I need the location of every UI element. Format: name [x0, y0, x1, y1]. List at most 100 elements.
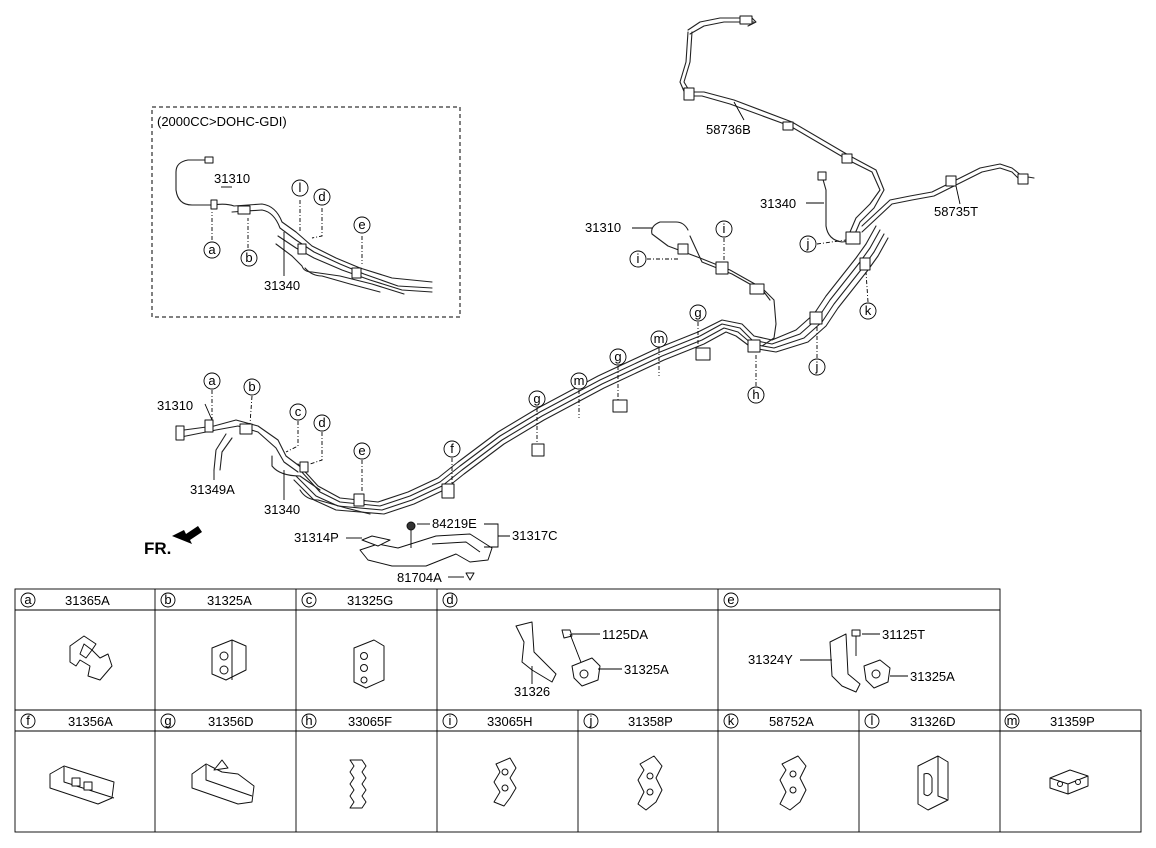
- label-31310-main: 31310: [157, 398, 193, 413]
- table-cell-c: c 31325G: [301, 592, 393, 689]
- table-d-bracket: 31326: [514, 684, 550, 699]
- callout-d-inset: d: [318, 189, 325, 204]
- part-31356A-illustration: [49, 765, 115, 805]
- table-part-b: 31325A: [207, 593, 252, 608]
- label-58735T: 58735T: [934, 204, 978, 219]
- table-cell-k: k 58752A: [723, 713, 814, 811]
- callout-j-2: j: [815, 359, 819, 374]
- table-d-bolt: 1125DA: [602, 627, 648, 642]
- callout-i-2: i: [723, 221, 726, 236]
- table-part-l: 31326D: [910, 714, 956, 729]
- callout-k: k: [865, 303, 872, 318]
- table-e-bolt: 31125T: [882, 627, 925, 642]
- table-part-f: 31356A: [68, 714, 113, 729]
- table-letter-l: l: [871, 713, 874, 728]
- part-d-illustration: [515, 621, 601, 687]
- callout-f: f: [450, 441, 454, 456]
- table-letter-b: b: [164, 592, 171, 607]
- table-letter-h: h: [305, 713, 312, 728]
- table-cell-j: j 31358P: [583, 713, 673, 811]
- table-cell-h: h 33065F: [301, 713, 392, 809]
- part-e-illustration: [829, 629, 891, 693]
- main-pipes: [175, 15, 1035, 581]
- main-labels: 58736B 58735T 31340 31310 31310 31349A 3…: [144, 101, 978, 585]
- label-31314P: 31314P: [294, 530, 339, 545]
- table-part-i: 33065H: [487, 714, 533, 729]
- part-33065F-illustration: [349, 759, 367, 809]
- part-31365A-illustration: [69, 635, 113, 681]
- table-part-h: 33065F: [348, 714, 392, 729]
- callout-e: e: [358, 443, 365, 458]
- callout-b-inset: b: [245, 250, 252, 265]
- table-part-k: 58752A: [769, 714, 814, 729]
- callout-h: h: [752, 387, 759, 402]
- table-letter-c: c: [306, 592, 313, 607]
- label-84219E: 84219E: [432, 516, 477, 531]
- table-letter-g: g: [164, 713, 171, 728]
- callout-i-1: i: [637, 251, 640, 266]
- inset-label-31340: 31340: [264, 278, 300, 293]
- callout-e-inset: e: [358, 217, 365, 232]
- table-cell-i: i 33065H: [442, 713, 533, 807]
- callout-a-inset: a: [208, 242, 216, 257]
- callout-g-2: g: [614, 349, 621, 364]
- table-letter-f: f: [26, 713, 30, 728]
- table-letter-d: d: [446, 592, 453, 607]
- front-arrow: FR.: [144, 526, 202, 558]
- callout-g-3: g: [694, 305, 701, 320]
- part-58752A-illustration: [779, 755, 807, 811]
- label-31340-lower: 31340: [264, 502, 300, 517]
- table-part-m: 31359P: [1050, 714, 1095, 729]
- table-e-bracket: 31324Y: [748, 652, 793, 667]
- part-31325G-illustration: [353, 639, 385, 689]
- label-31349A: 31349A: [190, 482, 235, 497]
- callout-d: d: [318, 415, 325, 430]
- callout-m-2: m: [654, 331, 665, 346]
- table-cell-l: l 31326D: [864, 713, 956, 811]
- front-label: FR.: [144, 539, 171, 558]
- label-31317C: 31317C: [512, 528, 558, 543]
- table-cell-d: d 1125DA 31325A 31326: [442, 592, 669, 699]
- table-letter-k: k: [728, 713, 735, 728]
- table-part-j: 31358P: [628, 714, 673, 729]
- table-letter-a: a: [24, 592, 32, 607]
- callout-l-inset: l: [299, 180, 302, 195]
- callout-b: b: [248, 379, 255, 394]
- callout-markers: a b l d e a b c d e f g m g m g h i i j: [203, 179, 877, 492]
- callout-c: c: [295, 404, 302, 419]
- callout-g-1: g: [533, 391, 540, 406]
- part-33065H-illustration: [493, 757, 517, 807]
- table-letter-e: e: [727, 592, 734, 607]
- front-arrow-icon: [172, 526, 202, 544]
- table-part-g: 31356D: [208, 714, 254, 729]
- callout-a: a: [208, 373, 216, 388]
- table-letter-j: j: [589, 713, 593, 728]
- table-part-c: 31325G: [347, 593, 393, 608]
- table-cell-a: a 31365A: [20, 592, 113, 681]
- inset-panel: (2000CC>DOHC-GDI) 31310 31340: [151, 106, 461, 318]
- part-31358P-illustration: [637, 755, 663, 811]
- table-letter-m: m: [1007, 713, 1018, 728]
- label-31310-mid: 31310: [585, 220, 621, 235]
- parts-table: a 31365A b 31325A c 31325G: [14, 588, 1142, 833]
- inset-label-31310: 31310: [214, 171, 250, 186]
- table-e-clip: 31325A: [910, 669, 955, 684]
- callout-m-1: m: [574, 373, 585, 388]
- table-cell-m: m 31359P: [1004, 713, 1095, 795]
- inset-pipes: [175, 156, 433, 295]
- part-31359P-illustration: [1049, 769, 1089, 795]
- inset-title: (2000CC>DOHC-GDI): [157, 114, 287, 129]
- table-cell-b: b 31325A: [160, 592, 252, 681]
- label-58736B: 58736B: [706, 122, 751, 137]
- table-letter-i: i: [449, 713, 452, 728]
- callout-j-1: j: [806, 236, 810, 251]
- label-81704A: 81704A: [397, 570, 442, 585]
- part-31325A-illustration: [211, 639, 247, 681]
- label-31340-main: 31340: [760, 196, 796, 211]
- table-cell-e: e 31125T 31324Y 31325A: [723, 592, 955, 693]
- table-d-clip: 31325A: [624, 662, 669, 677]
- table-cell-g: g 31356D: [160, 713, 255, 805]
- table-part-a: 31365A: [65, 593, 110, 608]
- part-31326D-illustration: [917, 755, 949, 811]
